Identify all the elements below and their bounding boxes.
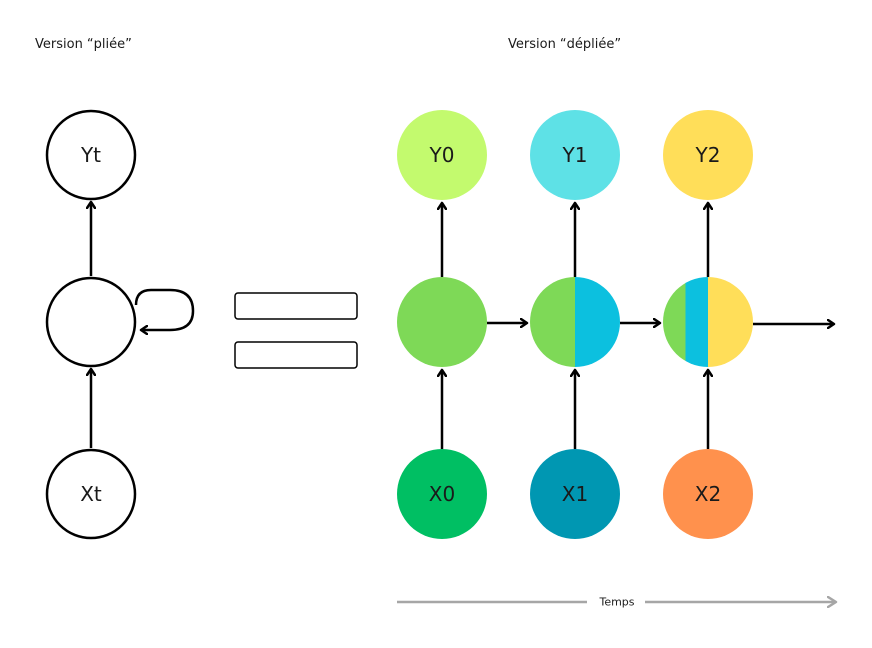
hidden-node-h0: [397, 277, 487, 367]
folded-diagram: Yt Xt: [45, 109, 195, 540]
folded-hidden-node: [45, 276, 137, 368]
hidden-node-h1-segment-0: [530, 277, 576, 367]
folded-output-node: [45, 109, 137, 201]
hidden-node-h2: [663, 277, 753, 367]
output-label-y2: Y2: [695, 143, 721, 167]
unfolded-title: Version “dépliée”: [508, 37, 621, 52]
hidden-node-h2-segment-0: [663, 277, 686, 367]
input-node-x0: [397, 449, 487, 539]
hidden-node-h0-segment-0: [397, 277, 487, 367]
input-label-x2: X2: [695, 482, 721, 506]
folded-input-node: [45, 448, 137, 540]
input-label-x1: X1: [562, 482, 588, 506]
hidden-node-h2-segment-1: [685, 277, 709, 367]
folded-input-label: Xt: [80, 482, 102, 506]
hidden-node-h1-segment-1: [575, 277, 620, 367]
output-node-y2: [663, 110, 753, 200]
folded-title: Version “pliée”: [35, 37, 132, 52]
output-label-y1: Y1: [562, 143, 588, 167]
output-label-y0: Y0: [429, 143, 455, 167]
equals-bar-bottom: [234, 341, 358, 369]
output-node-y1: [530, 110, 620, 200]
time-axis: Temps: [397, 596, 836, 609]
input-label-x0: X0: [429, 482, 455, 506]
hidden-node-h2-segment-2: [708, 277, 753, 367]
output-node-y0: [397, 110, 487, 200]
input-node-x1: [530, 449, 620, 539]
hidden-node-h1: [530, 277, 620, 367]
input-node-x2: [663, 449, 753, 539]
folded-output-label: Yt: [80, 143, 101, 167]
unfolded-diagram: Y0 Y1 Y2 X0 X1 X2: [397, 110, 834, 539]
recurrent-loop-arrow: [134, 288, 195, 330]
equals-sign: [234, 292, 358, 369]
time-axis-label: Temps: [598, 596, 634, 609]
equals-bar-top: [234, 292, 358, 320]
